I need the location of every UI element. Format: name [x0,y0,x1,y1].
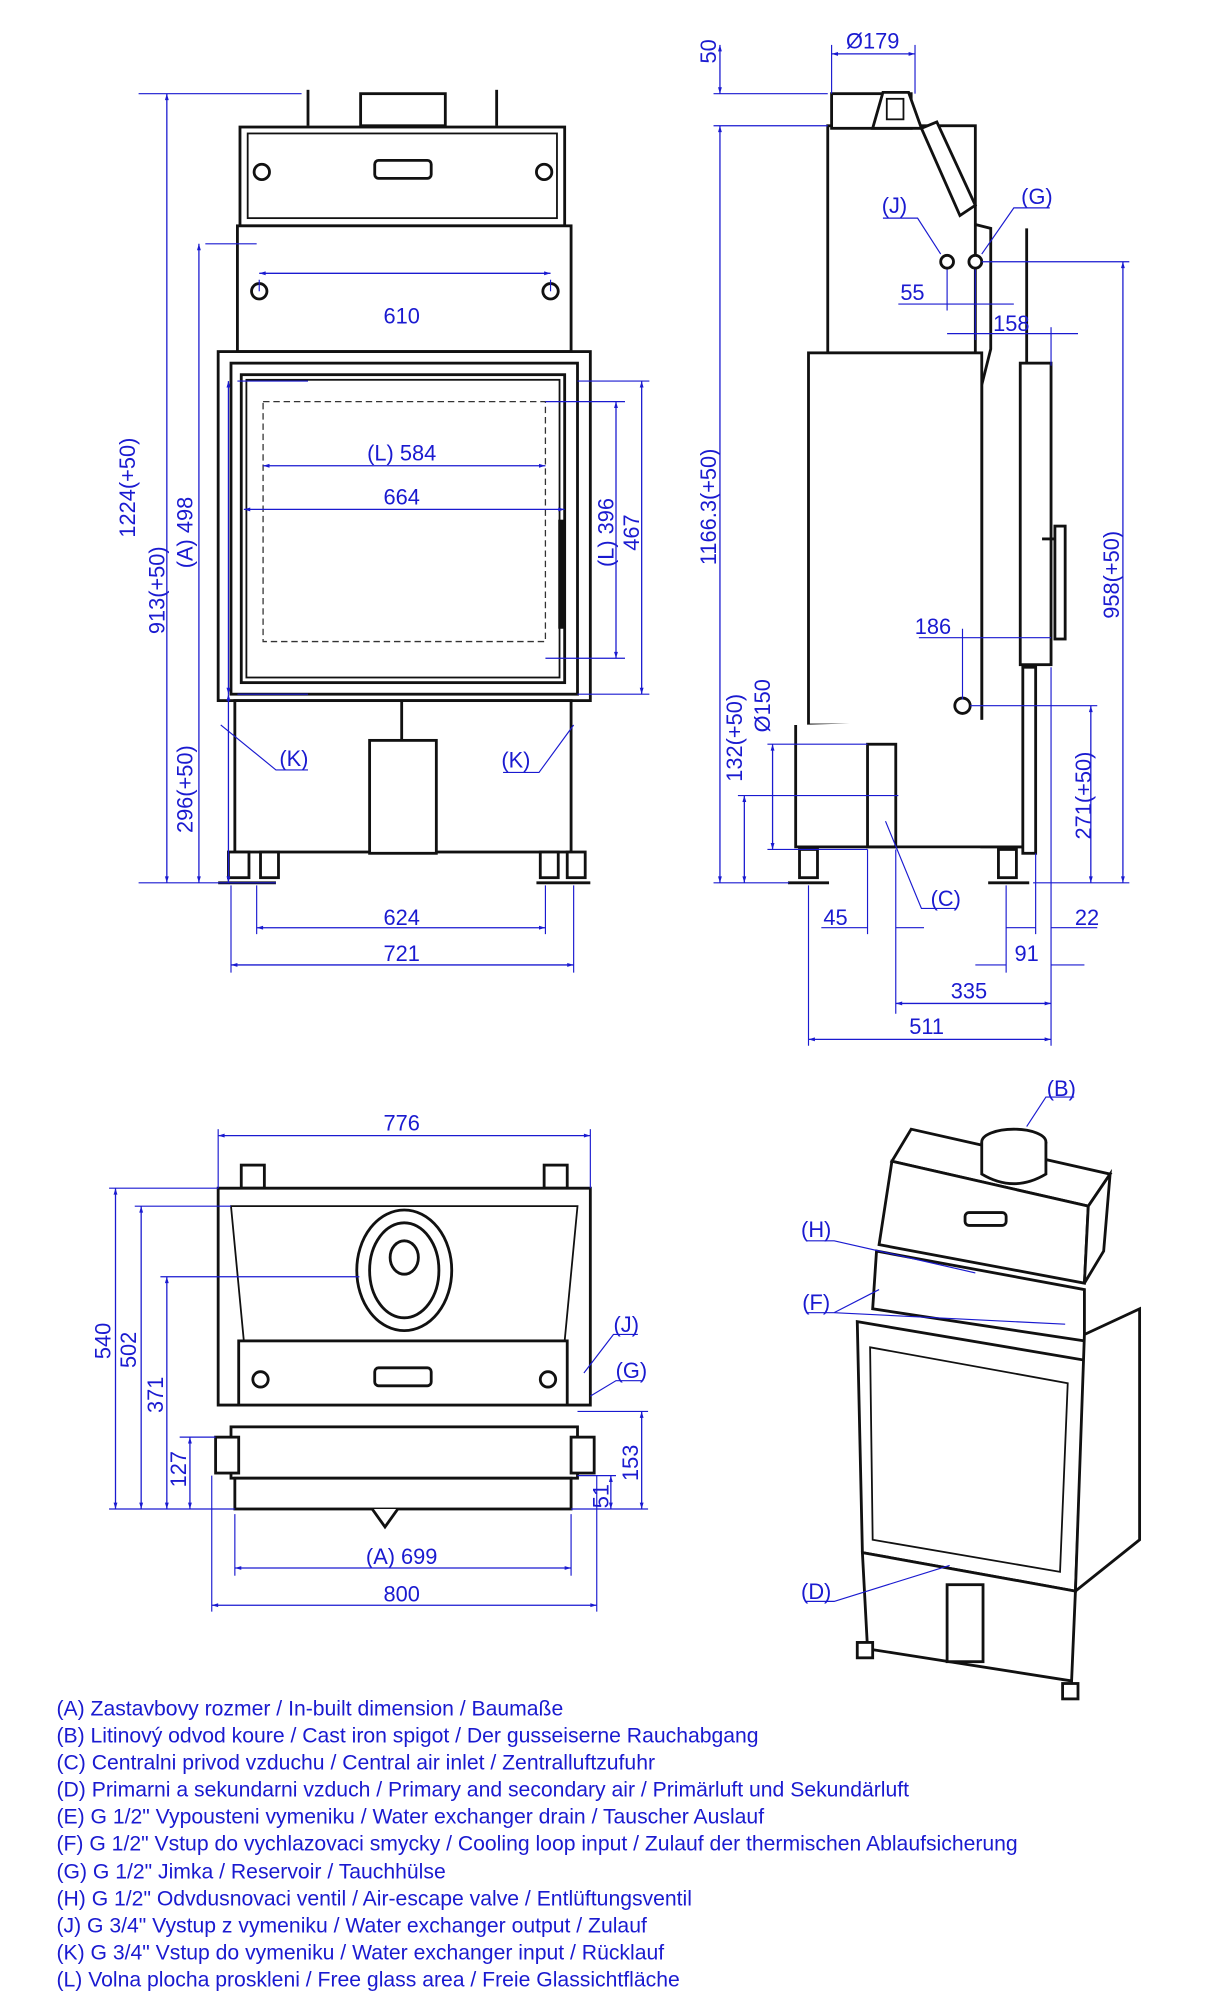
air-box [368,738,438,855]
dim-collar: 50 [696,39,721,63]
dim-g-offset: 158 [993,311,1029,336]
side-view: 50 1166.3(+50) Ø179 (J) (G) 55 158 186 9… [696,29,1130,1046]
label-d: (D) [801,1579,831,1604]
side-firebox [807,351,984,727]
legend-item: (G) G 1/2" Jimka / Reservoir / Tauchhüls… [56,1861,445,1884]
glass-area [262,400,547,643]
legend-item: (H) G 1/2" Odvdusnovaci ventil / Air-esc… [56,1887,691,1910]
dim-540: 540 [90,1323,115,1359]
label-k-left: (K) [279,746,308,771]
dim-builtin-width: (A) 699 [366,1544,437,1569]
legend-item: (D) Primarni a sekundarni vzduch / Prima… [56,1778,909,1801]
side-cap-flap [919,120,978,218]
dim-913: 913(+50) [144,546,169,634]
legend-item: (F) G 1/2" Vstup do vychlazovaci smycky … [56,1832,1017,1855]
dim-glass-width: (L) 584 [367,441,436,466]
dim-502: 502 [116,1332,141,1368]
dim-271: 271(+50) [1071,752,1096,840]
dim-air-diameter: Ø150 [750,679,775,732]
dim-feet-spacing: 624 [383,905,419,930]
legend-item: (L) Volna plocha proskleni / Free glass … [56,1968,679,1991]
dim-base-height: 296(+50) [172,745,197,833]
dim-958: 958(+50) [1099,531,1124,619]
dim-45: 45 [823,905,847,930]
label-h: (H) [801,1217,831,1242]
dim-door-width: 664 [383,484,419,509]
label-g: (G) [1021,184,1052,209]
dim-1166: 1166.3(+50) [696,449,721,566]
dim-overall-width: 721 [383,941,419,966]
flue-collar [359,92,447,128]
legend-item: (B) Litinový odvod koure / Cast iron spi… [56,1725,758,1748]
label-g-top: (G) [616,1358,647,1383]
top-view: 776 540 502 371 127 (J) (G) 153 51 (A) 6… [90,1110,649,1612]
legend-item: (C) Centralni privod vzduchu / Central a… [56,1751,655,1774]
legend-item: (J) G 3/4" Vystup z vymeniku / Water exc… [56,1914,647,1937]
label-b: (B) [1047,1076,1076,1101]
front-view: 1224(+50) 913(+50) (A) 498 296(+50) 610 … [115,89,650,973]
dim-132: 132(+50) [722,694,747,782]
label-f: (F) [802,1290,830,1315]
dim-186: 186 [915,614,951,639]
dim-800: 800 [383,1581,419,1606]
dim-j-g-spacing: 55 [900,280,924,305]
dim-91: 91 [1015,941,1039,966]
heat-exchanger [236,224,573,353]
dim-overall-depth: 511 [909,1014,944,1039]
label-k-right: (K) [501,747,530,772]
door [239,373,567,685]
dim-door-height: 467 [619,514,644,550]
connector-g-icon [967,253,984,270]
dim-127: 127 [166,1451,191,1487]
connector-icon [953,696,972,715]
iso-door [855,1319,1086,1593]
legend-item: (A) Zastavbovy rozmer / In-built dimensi… [56,1698,563,1721]
dim-builtin-height: (A) 498 [172,497,197,568]
dim-22: 22 [1075,905,1099,930]
dim-371: 371 [143,1377,168,1413]
cap-handle [373,158,433,180]
legend: (A) Zastavbovy rozmer / In-built dimensi… [56,1698,1017,1992]
feet [218,850,591,885]
connector-j-icon [939,253,955,270]
legend-item: (E) G 1/2" Vypousteni vymeniku / Water e… [56,1805,764,1828]
isometric-view: (B) (H) (F) (D) [801,1076,1142,1701]
dim-flue-diameter: Ø179 [846,29,899,54]
dim-51: 51 [588,1484,613,1508]
label-c: (C) [931,886,961,911]
dim-153: 153 [618,1445,643,1481]
dim-top-width: 776 [383,1110,419,1135]
side-door [1018,361,1053,667]
dim-glass-height: (L) 396 [593,498,618,567]
legend-item: (K) G 3/4" Vstup do vymeniku / Water exc… [56,1941,664,1964]
dim-connector-spacing: 610 [383,303,419,328]
dim-overall-height: 1224(+50) [115,438,140,538]
door-handle [558,519,566,629]
label-j: (J) [882,193,907,218]
label-j-top: (J) [614,1312,639,1337]
dim-335: 335 [951,978,987,1003]
